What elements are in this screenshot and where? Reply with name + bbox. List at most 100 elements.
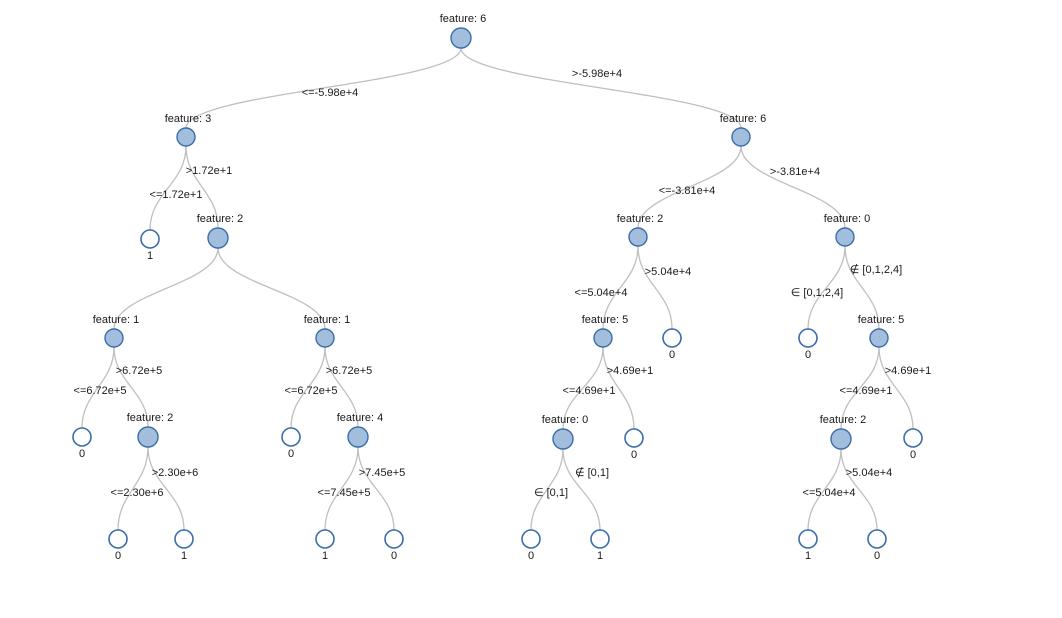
decision-node-feature-label: feature: 2: [197, 213, 243, 225]
tree-edge: [807, 448, 842, 531]
leaf-node-circle[interactable]: [140, 229, 160, 249]
leaf-node[interactable]: 0: [108, 529, 128, 562]
decision-node[interactable]: feature: 3: [165, 113, 211, 147]
tree-edge: [562, 346, 604, 430]
leaf-node-circle[interactable]: [521, 529, 541, 549]
leaf-node[interactable]: 0: [867, 529, 887, 562]
decision-node-circle[interactable]: [104, 328, 124, 348]
decision-node[interactable]: feature: 2: [197, 213, 243, 249]
leaf-node-circle[interactable]: [903, 428, 923, 448]
leaf-class-label: 0: [391, 550, 397, 562]
leaf-node-circle[interactable]: [798, 328, 818, 348]
edge-label: >1.72e+1: [186, 165, 233, 177]
leaf-node-circle[interactable]: [798, 529, 818, 549]
leaf-node[interactable]: 1: [140, 229, 160, 262]
decision-node-circle[interactable]: [869, 328, 889, 348]
leaf-class-label: 1: [322, 550, 328, 562]
leaf-class-label: 1: [147, 250, 153, 262]
edge-label: <=2.30e+6: [111, 487, 164, 499]
tree-edge: [149, 145, 187, 231]
decision-node-feature-label: feature: 4: [337, 412, 383, 424]
tree-edge: [117, 446, 149, 531]
decision-node-feature-label: feature: 1: [93, 314, 139, 326]
leaf-node-circle[interactable]: [315, 529, 335, 549]
tree-edge: [602, 346, 635, 430]
leaf-node-circle[interactable]: [72, 427, 92, 447]
tree-edge: [840, 346, 880, 430]
decision-node-circle[interactable]: [137, 426, 159, 448]
decision-node-feature-label: feature: 5: [582, 314, 628, 326]
leaf-node[interactable]: 0: [798, 328, 818, 361]
leaf-class-label: 0: [874, 550, 880, 562]
decision-node-circle[interactable]: [552, 428, 574, 450]
leaf-node[interactable]: 0: [662, 328, 682, 361]
edge-label: <=-5.98e+4: [302, 87, 359, 99]
decision-node-circle[interactable]: [176, 127, 196, 147]
edge-label: <=-3.81e+4: [659, 185, 716, 197]
decision-node[interactable]: feature: 1: [93, 314, 139, 348]
edge-label: >2.30e+6: [152, 467, 199, 479]
decision-node[interactable]: feature: 0: [542, 414, 588, 450]
decision-node-feature-label: feature: 1: [304, 314, 350, 326]
edge-label: >5.04e+4: [846, 467, 893, 479]
decision-node[interactable]: feature: 2: [127, 412, 173, 448]
tree-edge: [562, 448, 601, 531]
leaf-node[interactable]: 1: [590, 529, 610, 562]
leaf-node[interactable]: 0: [624, 428, 644, 461]
decision-node-circle[interactable]: [207, 227, 229, 249]
decision-node-circle[interactable]: [347, 426, 369, 448]
leaf-node-circle[interactable]: [867, 529, 887, 549]
decision-node[interactable]: feature: 5: [582, 314, 628, 348]
tree-edge: [602, 245, 639, 330]
decision-node-circle[interactable]: [315, 328, 335, 348]
decision-node[interactable]: feature: 2: [617, 213, 663, 247]
decision-node[interactable]: feature: 4: [337, 412, 383, 448]
leaf-node[interactable]: 0: [384, 529, 404, 562]
decision-node[interactable]: feature: 0: [824, 213, 870, 247]
decision-node[interactable]: feature: 6: [440, 13, 486, 49]
leaf-node-circle[interactable]: [174, 529, 194, 549]
decision-node[interactable]: feature: 6: [720, 113, 766, 147]
leaf-class-label: 0: [669, 349, 675, 361]
leaf-node[interactable]: 1: [174, 529, 194, 562]
decision-node[interactable]: feature: 2: [820, 414, 866, 450]
tree-edge: [185, 47, 462, 129]
leaf-node[interactable]: 1: [315, 529, 335, 562]
tree-edge: [324, 346, 359, 428]
tree-edge: [357, 446, 395, 531]
leaf-node-circle[interactable]: [624, 428, 644, 448]
leaf-node-circle[interactable]: [108, 529, 128, 549]
leaf-class-label: 0: [288, 448, 294, 460]
leaf-node[interactable]: 1: [798, 529, 818, 562]
decision-node-circle[interactable]: [450, 27, 472, 49]
tree-edge: [217, 247, 326, 330]
leaf-node-circle[interactable]: [662, 328, 682, 348]
nodes-layer: feature: 6 feature: 3 feature: 6 1 feature: …: [72, 13, 923, 562]
decision-node-circle[interactable]: [593, 328, 613, 348]
leaf-node[interactable]: 0: [72, 427, 92, 460]
decision-node-circle[interactable]: [830, 428, 852, 450]
leaf-node-circle[interactable]: [281, 427, 301, 447]
edge-label: >6.72e+5: [326, 365, 373, 377]
tree-edge: [290, 346, 326, 429]
decision-node-circle[interactable]: [628, 227, 648, 247]
edge-label: >4.69e+1: [607, 365, 654, 377]
leaf-node-circle[interactable]: [384, 529, 404, 549]
leaf-node-circle[interactable]: [590, 529, 610, 549]
decision-node-circle[interactable]: [731, 127, 751, 147]
edge-label: ∉ [0,1]: [575, 466, 609, 479]
leaf-node[interactable]: 0: [903, 428, 923, 461]
decision-node[interactable]: feature: 1: [304, 314, 350, 348]
leaf-node[interactable]: 0: [521, 529, 541, 562]
tree-edge: [185, 145, 219, 229]
edge-label: <=1.72e+1: [150, 189, 203, 201]
decision-node-circle[interactable]: [835, 227, 855, 247]
leaf-node[interactable]: 0: [281, 427, 301, 460]
edge-labels-layer: <=-5.98e+4>-5.98e+4<=1.72e+1>1.72e+1<=-3…: [74, 68, 932, 499]
leaf-class-label: 0: [115, 550, 121, 562]
leaf-class-label: 0: [79, 448, 85, 460]
tree-edge: [147, 446, 185, 531]
decision-node[interactable]: feature: 5: [858, 314, 904, 348]
edges-layer: [81, 47, 914, 531]
decision-node-feature-label: feature: 2: [617, 213, 663, 225]
